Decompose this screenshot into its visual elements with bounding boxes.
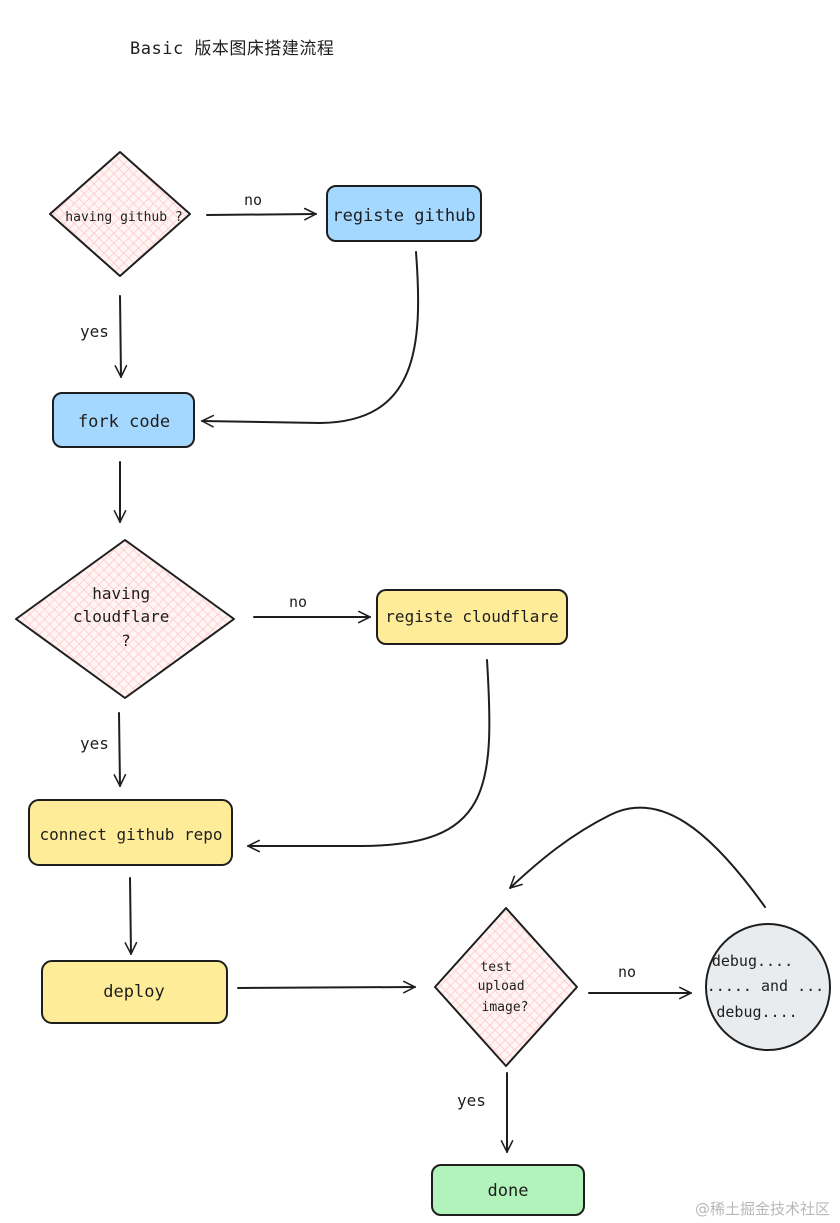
edge-label-no-2: no [289, 593, 307, 611]
edge-label-yes-1: yes [80, 322, 109, 341]
edge-registe-github-to-fork [201, 251, 420, 428]
node-test-upload-image: test upload image? [434, 907, 578, 1067]
node-deploy: deploy [41, 960, 228, 1024]
node-registe-cloudflare: registe cloudflare [376, 589, 568, 645]
deploy-label: deploy [103, 982, 164, 1002]
edge-deploy-to-test [237, 980, 416, 994]
edge-label-yes-2: yes [80, 734, 109, 753]
done-label: done [488, 1181, 529, 1201]
edge-label-yes-3: yes [457, 1091, 486, 1110]
fork-code-label: fork code [78, 412, 170, 432]
node-registe-github: registe github [326, 185, 482, 242]
watermark: @稀土掘金技术社区 [694, 1200, 830, 1218]
registe-cloudflare-label: registe cloudflare [385, 607, 558, 626]
edge-registe-cloudflare-to-connect [247, 659, 491, 853]
edge-debug-loop [509, 806, 766, 908]
edge-label-no-3: no [618, 963, 636, 981]
connect-github-repo-label: connect github repo [39, 825, 222, 844]
test-upload-image-label: test upload image? [478, 960, 533, 1015]
edge-github-yes [114, 295, 128, 378]
node-connect-github-repo: connect github repo [28, 799, 233, 866]
node-having-cloudflare: having cloudflare ? [15, 539, 235, 699]
debug-label: debug.... ..... and ... debug.... [707, 952, 833, 1021]
node-debug: debug.... ..... and ... debug.... [705, 923, 833, 1051]
node-done: done [431, 1164, 585, 1216]
edge-github-no [206, 207, 317, 221]
node-fork-code: fork code [52, 392, 195, 448]
edge-label-no-1: no [244, 191, 262, 209]
page-title: Basic 版本图床搭建流程 [130, 39, 335, 59]
edge-cloudflare-yes [113, 712, 127, 787]
having-cloudflare-label: having cloudflare ? [73, 584, 179, 650]
edge-connect-to-deploy [124, 877, 138, 955]
node-having-github: having github ? [49, 151, 191, 277]
having-github-label: having github ? [65, 210, 182, 225]
registe-github-label: registe github [332, 206, 475, 226]
